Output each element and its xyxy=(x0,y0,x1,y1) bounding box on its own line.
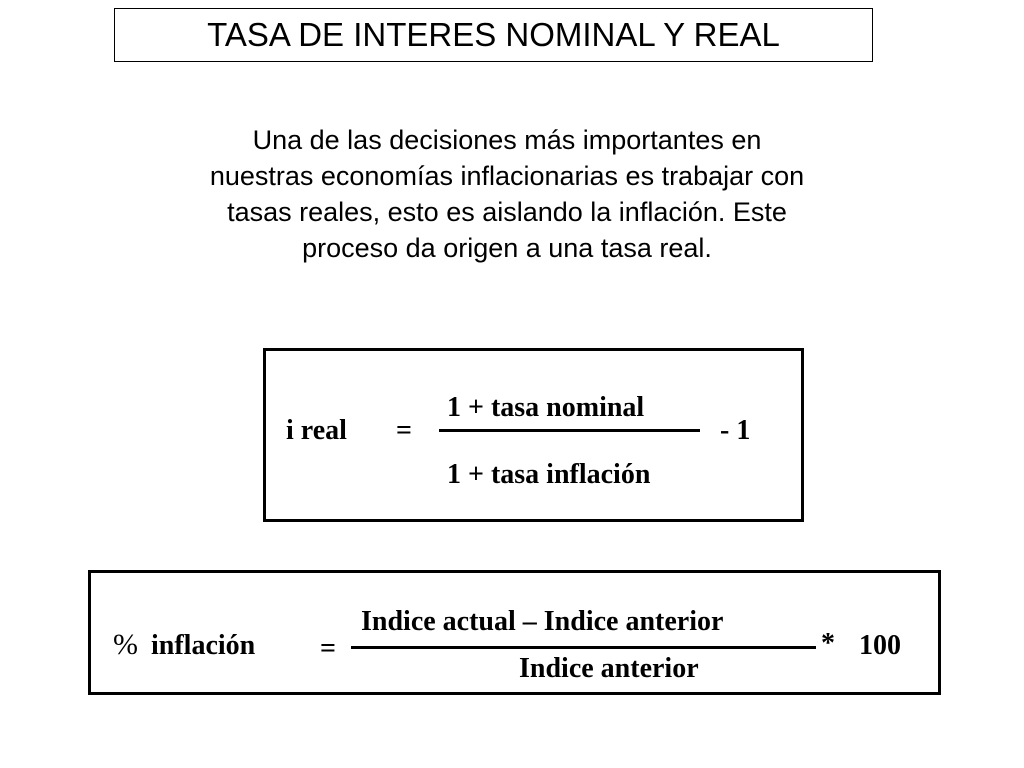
intro-line: Una de las decisiones más importantes en xyxy=(252,125,762,155)
real-rate-formula-box: i real = 1 + tasa nominal 1 + tasa infla… xyxy=(263,348,804,522)
formula-lhs: i real xyxy=(286,415,347,446)
intro-line: nuestras economías inflacionarias es tra… xyxy=(209,161,805,191)
percent-symbol: % xyxy=(113,628,138,661)
formula-suffix: - 1 xyxy=(720,415,751,446)
intro-line: tasas reales, esto es aislando la inflac… xyxy=(227,197,787,227)
formula-factor: 100 xyxy=(859,630,901,661)
fraction-bar xyxy=(351,646,816,649)
formula-numerator: 1 + tasa nominal xyxy=(447,392,645,423)
formula-denominator: Indice anterior xyxy=(519,653,699,684)
fraction-bar xyxy=(439,429,700,432)
intro-line: proceso da origen a una tasa real. xyxy=(302,233,712,263)
inflation-formula-box: % inflación = Indice actual – Indice ant… xyxy=(88,570,941,695)
intro-paragraph: Una de las decisiones más importantes en… xyxy=(110,122,904,266)
formula-operator: * xyxy=(821,628,835,659)
slide-title-text: TASA DE INTERES NOMINAL Y REAL xyxy=(207,16,780,53)
formula-numerator: Indice actual – Indice anterior xyxy=(361,606,724,637)
slide-title: TASA DE INTERES NOMINAL Y REAL xyxy=(114,8,873,62)
formula-equals: = xyxy=(320,633,336,664)
formula-lhs: inflación xyxy=(151,630,256,661)
formula-equals: = xyxy=(396,415,412,446)
formula-denominator: 1 + tasa inflación xyxy=(447,459,651,490)
